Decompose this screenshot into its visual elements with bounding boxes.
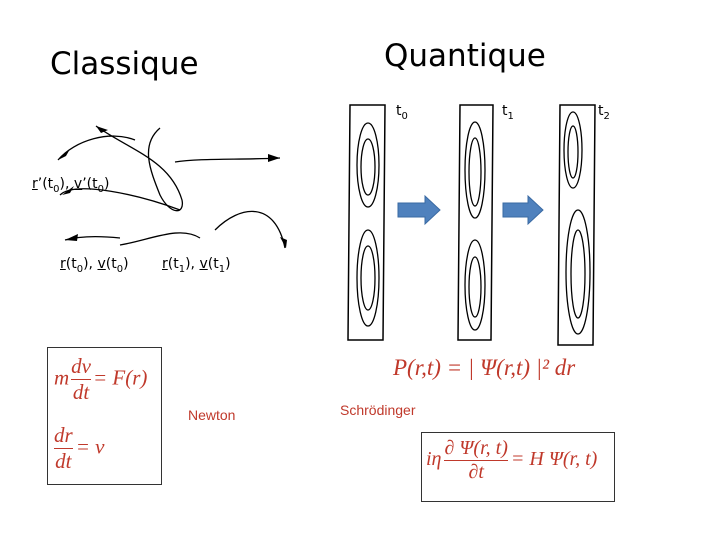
evolution-arrow-1 bbox=[397, 194, 441, 226]
trajectory-curve-1 bbox=[57, 135, 136, 161]
time-label-t0: t0 bbox=[396, 103, 408, 122]
arrowhead-5 bbox=[65, 234, 78, 241]
label-r-v-t1: r(t1), v(t1) bbox=[162, 256, 231, 275]
schrodinger-label: Schrödinger bbox=[340, 402, 416, 418]
wave-panel-t1 bbox=[457, 104, 494, 341]
trajectory-curve-5 bbox=[119, 232, 201, 246]
label-r-v-t0: r(t0), v(t0) bbox=[60, 256, 129, 275]
arrowhead-6 bbox=[280, 237, 287, 248]
trajectory-curve-6 bbox=[214, 210, 286, 249]
schrodinger-equation: iη∂ Ψ(r, t)∂t= H Ψ(r, t) bbox=[426, 437, 598, 483]
time-label-t1: t1 bbox=[502, 103, 514, 122]
classique-title: Classique bbox=[50, 46, 199, 82]
evolution-arrow-2 bbox=[502, 194, 544, 226]
schrodinger-equation-box: iη∂ Ψ(r, t)∂t= H Ψ(r, t) bbox=[421, 432, 615, 502]
arrowhead-2 bbox=[96, 126, 108, 133]
wave-panel-t0 bbox=[347, 104, 386, 341]
wave-panel-t2 bbox=[557, 104, 596, 346]
trajectory-curve-2 bbox=[95, 125, 183, 212]
newton-label: Newton bbox=[188, 407, 236, 423]
quantique-title: Quantique bbox=[384, 38, 546, 74]
probability-equation: P(r,t) = | Ψ(r,t) |² dr bbox=[393, 355, 576, 380]
arrowhead-3 bbox=[62, 186, 74, 195]
label-r-prime-v-prime-t0: r’(t0), v’(t0) bbox=[32, 176, 110, 195]
arrowhead-4 bbox=[268, 154, 280, 162]
trajectory-curve-4 bbox=[174, 157, 281, 163]
arrowhead-1 bbox=[58, 149, 70, 160]
trajectory-curve-3 bbox=[59, 188, 181, 211]
time-label-t2: t2 bbox=[598, 103, 610, 122]
